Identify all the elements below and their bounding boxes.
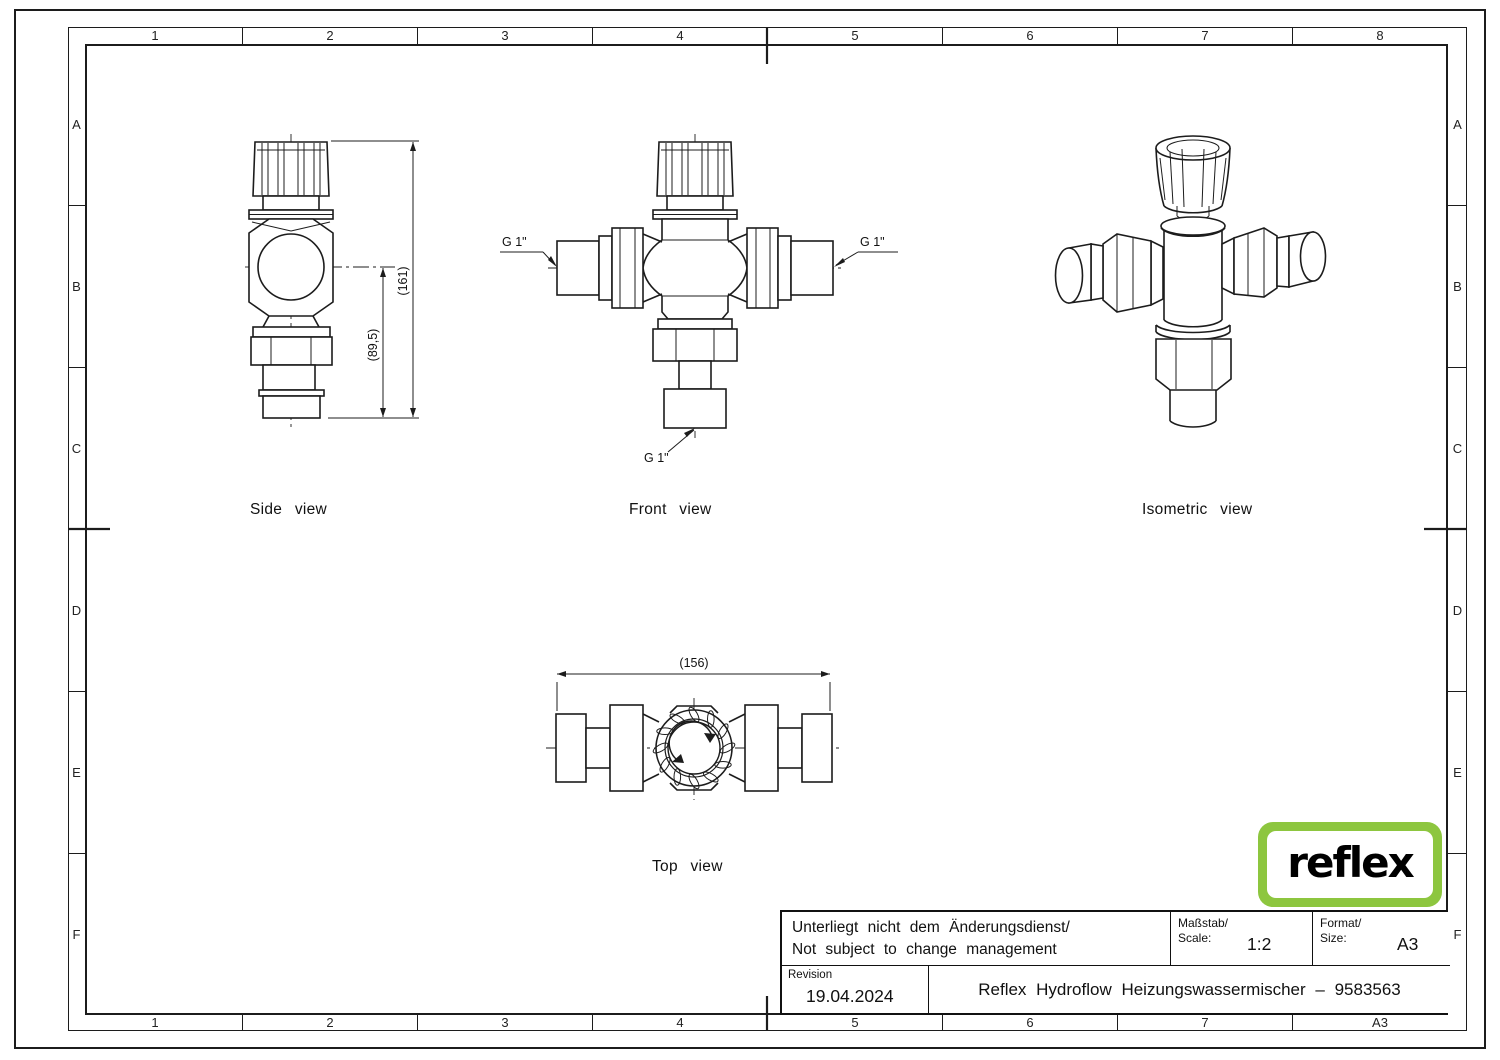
grid-label-text: C [1452,441,1463,456]
grid-label-text: 8 [1376,28,1384,43]
note-line-en: Not subject to change management [792,941,1057,959]
grid-label-text: 6 [1026,28,1034,43]
grid-label: 5 [768,1014,943,1031]
grid-label-text: A [1453,117,1462,132]
grid-label: 3 [418,27,593,44]
grid-label: D [1448,530,1467,692]
title-block-format-cell: Format/ Size: A3 [1312,912,1450,965]
isometric-view-drawing [1054,135,1327,428]
grid-label-text: F [1453,927,1462,942]
grid-label-text: 5 [851,28,859,43]
port-label-bottom: G 1" [644,451,669,465]
grid-label: D [68,530,85,692]
grid-label: A [68,44,85,206]
grid-label-text: A3 [1372,1015,1388,1030]
grid-label-text: B [1453,279,1462,294]
grid-label: 6 [943,27,1118,44]
grid-label: 2 [243,27,418,44]
reflex-logo-inner: reflex [1267,831,1433,898]
side-view-caption: Side view [250,501,328,518]
port-label-left: G 1" [502,235,527,249]
title-block-note-cell: Unterliegt nicht dem Änderungsdienst/ No… [782,912,1170,965]
grid-label-text: C [71,441,82,456]
grid-label-text: D [71,603,82,618]
grid-label: B [68,206,85,368]
grid-label: 7 [1118,1014,1293,1031]
grid-label: A [1448,44,1467,206]
grid-label: 1 [68,27,243,44]
grid-label-text: 1 [151,28,159,43]
front-view-caption: Front view [629,501,712,518]
grid-label-text: 2 [326,1015,334,1030]
grid-label: F [1448,854,1467,1015]
grid-label-text: 4 [676,28,684,43]
grid-label: A3 [1293,1014,1467,1031]
grid-label: 6 [943,1014,1118,1031]
reflex-logo: reflex [1258,822,1442,907]
front-view-drawing: G 1" G 1" G 1" [500,134,898,465]
scale-label-de: Maßstab/ [1178,916,1229,930]
dim-label-156: (156) [679,656,708,670]
isometric-view-caption: Isometric view [1142,501,1253,518]
grid-label-text: E [1453,765,1462,780]
frame-center-marks [68,27,1467,1031]
grid-label: E [1448,692,1467,854]
title-block-drawing-title: Reflex Hydroflow Heizungswassermischer –… [928,965,1450,1013]
grid-label: F [68,854,85,1015]
grid-label-text: 7 [1201,28,1209,43]
revision-date: 19.04.2024 [806,986,894,1006]
scale-label-en: Scale: [1178,931,1212,945]
top-view-drawing: (156) [546,656,843,800]
dim-label-161: (161) [396,266,410,295]
grid-label-text: 5 [851,1015,859,1030]
scale-value: 1:2 [1247,934,1272,954]
grid-band-top: 1 2 3 4 5 6 7 8 [68,27,1467,44]
grid-label-text: 2 [326,28,334,43]
grid-label-text: 3 [501,1015,509,1030]
format-value: A3 [1397,934,1419,954]
revision-label: Revision [788,969,833,981]
grid-label: 5 [768,27,943,44]
grid-label: 1 [68,1014,243,1031]
note-line-de: Unterliegt nicht dem Änderungsdienst/ [792,919,1070,936]
grid-label-text: B [72,279,81,294]
title-block: Unterliegt nicht dem Änderungsdienst/ No… [780,910,1450,1015]
sheet-outer-border [14,9,1486,1049]
grid-label-text: E [72,765,81,780]
title-block-revision-cell: Revision 19.04.2024 [782,965,928,1013]
grid-label: B [1448,206,1467,368]
top-view-caption: Top view [652,858,723,875]
grid-label: 8 [1293,27,1467,44]
grid-label-text: 6 [1026,1015,1034,1030]
grid-label-text: 7 [1201,1015,1209,1030]
grid-label: 7 [1118,27,1293,44]
grid-label-text: F [72,927,81,942]
title-block-scale-cell: Maßstab/ Scale: 1:2 [1170,912,1312,965]
grid-label-text: A [72,117,81,132]
grid-label: E [68,692,85,854]
dim-label-89-5: (89,5) [366,329,380,362]
grid-label: 2 [243,1014,418,1031]
grid-label-text: 3 [501,28,509,43]
grid-label-text: D [1452,603,1463,618]
format-label-en: Size: [1320,931,1347,945]
grid-label: 3 [418,1014,593,1031]
grid-label-text: 1 [151,1015,159,1030]
grid-band-left: A B C D E F [68,44,85,1015]
port-label-right: G 1" [860,235,885,249]
format-label-de: Format/ [1320,916,1362,930]
drawing-title-text: Reflex Hydroflow Heizungswassermischer –… [978,979,1401,999]
side-view-drawing: (89,5) (161) [245,134,419,428]
reflex-logo-text: reflex [1287,838,1414,887]
grid-label-text: 4 [676,1015,684,1030]
